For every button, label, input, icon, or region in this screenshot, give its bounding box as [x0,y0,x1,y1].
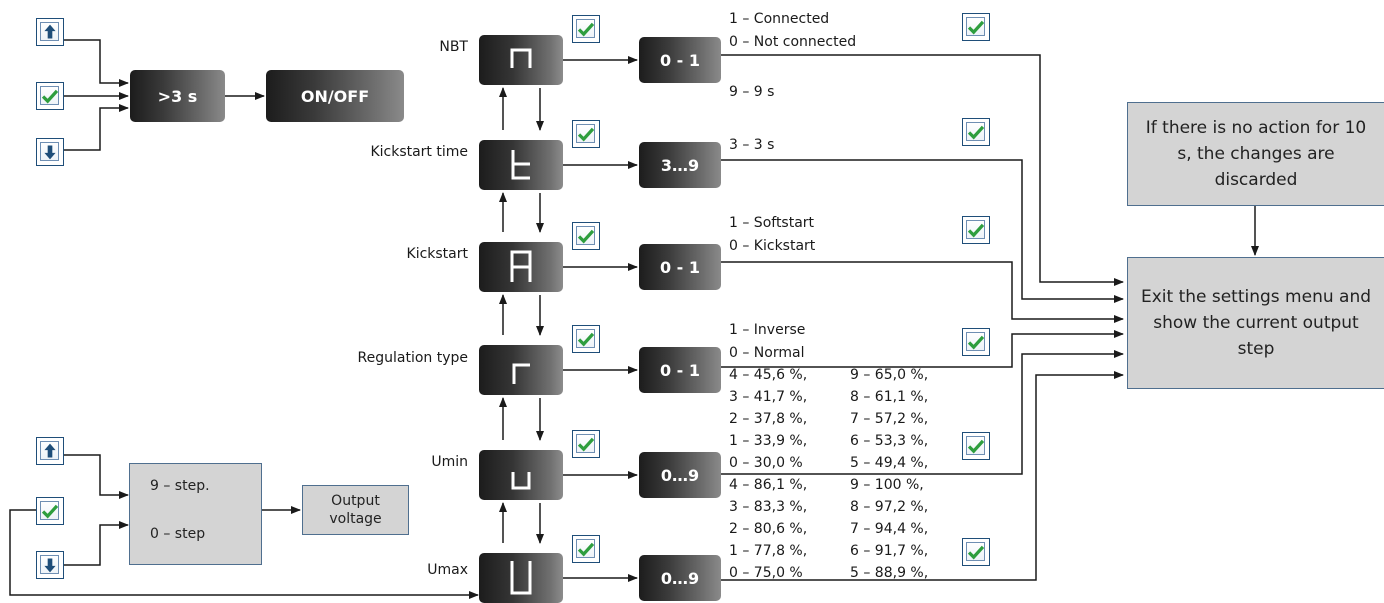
display-umax [479,553,563,603]
step-low-text: 0 – step [150,526,206,542]
umin-option: 8 – 61,1 %, [850,389,929,405]
umin-option: 9 – 65,0 %, [850,367,929,383]
umin-option: 3 – 41,7 %, [729,389,808,405]
timeout-note-text: If there is no action for 10 s, the chan… [1145,118,1367,190]
confirm-check-icon[interactable] [572,430,600,458]
umin-option: 0 – 30,0 % [729,455,803,471]
umax-option: 6 – 91,7 %, [850,543,929,559]
umin-option: 4 – 45,6 %, [729,367,808,383]
option-text: 0 – Normal [729,345,805,361]
option-text: 1 – Connected [729,11,830,27]
confirm-check-icon[interactable] [572,325,600,353]
output-voltage-label: Output voltage [329,493,382,527]
on-off-block: ON/OFF [266,70,404,122]
menu-label-umax: Umax [427,562,468,578]
hold-duration-label: >3 s [157,86,198,106]
umin-option: 5 – 49,4 %, [850,455,929,471]
umin-option: 2 – 37,8 %, [729,411,808,427]
option-text: 0 – Kickstart [729,238,816,254]
range-label: 0 - 1 [659,360,701,380]
umax-option: 5 – 88,9 %, [850,565,929,581]
menu-label-umin: Umin [431,454,468,470]
range-label: 0 - 1 [659,257,701,277]
display-kickstart [479,242,563,292]
umax-option: 0 – 75,0 % [729,565,803,581]
range-nbt: 0 - 1 [639,37,721,83]
range-label: 3…9 [660,155,700,175]
range-kickstart-time: 3…9 [639,142,721,188]
confirm-check-icon[interactable] [572,222,600,250]
confirm-check-icon[interactable] [572,535,600,563]
menu-label-regulation-type: Regulation type [357,350,468,366]
menu-label-kickstart: Kickstart [406,246,468,262]
up-button-icon[interactable] [36,18,64,46]
confirm-check-icon[interactable] [572,15,600,43]
option-text: 1 – Softstart [729,215,815,231]
confirm-check-icon[interactable] [962,538,990,566]
range-label: 0…9 [660,568,700,588]
umax-option: 2 – 80,6 %, [729,521,808,537]
display-nbt [479,35,563,85]
range-regulation-type: 0 - 1 [639,347,721,393]
exit-note-box: Exit the settings menu and show the curr… [1127,257,1384,389]
umax-option: 3 – 83,3 %, [729,499,808,515]
range-label: 0 - 1 [659,50,701,70]
confirm-check-icon[interactable] [962,118,990,146]
menu-label-kickstart-time: Kickstart time [370,144,468,160]
down-button-icon[interactable] [36,138,64,166]
step-range-box: 9 – step. 0 – step [129,463,262,565]
range-kickstart: 0 - 1 [639,244,721,290]
option-text: 9 – 9 s [729,84,775,100]
on-off-label: ON/OFF [300,86,370,106]
option-text: 0 – Not connected [729,34,857,50]
umax-option: 7 – 94,4 %, [850,521,929,537]
umin-option: 7 – 57,2 %, [850,411,929,427]
option-text: 3 – 3 s [729,137,775,153]
umax-option: 8 – 97,2 %, [850,499,929,515]
menu-label-nbt: NBT [439,39,468,55]
up-button-icon[interactable] [36,437,64,465]
confirm-check-icon[interactable] [962,216,990,244]
confirm-check-icon[interactable] [572,120,600,148]
hold-duration-block: >3 s [130,70,225,122]
umax-option: 1 – 77,8 %, [729,543,808,559]
step-high-text: 9 – step. [150,478,210,494]
umax-option: 9 – 100 %, [850,477,924,493]
range-label: 0…9 [660,465,700,485]
display-regulation-type [479,345,563,395]
confirm-check-icon[interactable] [962,13,990,41]
confirm-check-icon[interactable] [962,328,990,356]
confirm-check-icon[interactable] [962,432,990,460]
timeout-note-box: If there is no action for 10 s, the chan… [1127,102,1384,206]
umax-option: 4 – 86,1 %, [729,477,808,493]
range-umin: 0…9 [639,452,721,498]
down-button-icon[interactable] [36,551,64,579]
exit-note-text: Exit the settings menu and show the curr… [1140,287,1372,359]
confirm-button-icon[interactable] [36,82,64,110]
confirm-button-icon[interactable] [36,497,64,525]
umin-option: 6 – 53,3 %, [850,433,929,449]
range-umax: 0…9 [639,555,721,601]
umin-option: 1 – 33,9 %, [729,433,808,449]
display-kickstart-time [479,140,563,190]
output-voltage-box: Output voltage [302,485,409,535]
option-text: 1 – Inverse [729,322,806,338]
display-umin [479,450,563,500]
